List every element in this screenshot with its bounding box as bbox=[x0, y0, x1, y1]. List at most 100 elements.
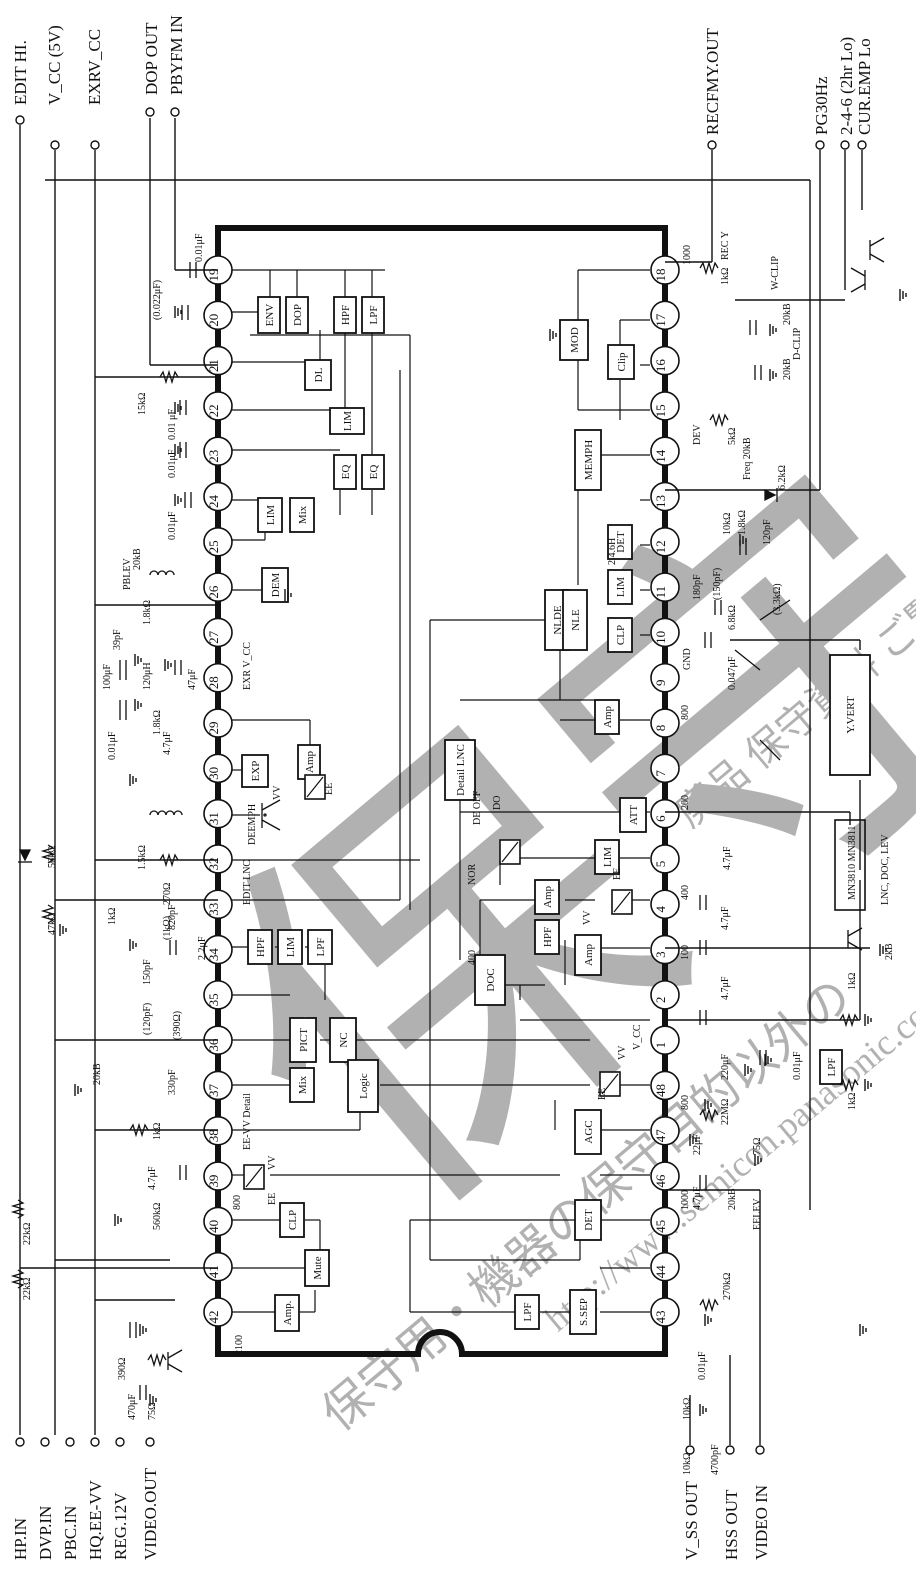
pin-label: 4 bbox=[653, 906, 668, 913]
block-exp: EXP bbox=[241, 754, 269, 788]
ground-symbol bbox=[769, 369, 777, 381]
annotation-c22u: 2.2μF bbox=[197, 936, 208, 960]
label-edit_hi: EDIT HI. bbox=[11, 40, 30, 105]
pin-28: 28 bbox=[203, 662, 233, 693]
block-label: LIM bbox=[285, 937, 297, 957]
block-label: HPF bbox=[340, 305, 352, 325]
pin-25: 25 bbox=[203, 527, 233, 557]
block-mute: Mute bbox=[304, 1249, 330, 1287]
annotation-c0022: (0.022μF) bbox=[152, 280, 163, 320]
annotation-c180p: 180pF bbox=[692, 574, 703, 600]
ground-symbol bbox=[149, 1394, 157, 1406]
block-label: LIM bbox=[615, 577, 627, 597]
annotation-l246: 2.4.6H bbox=[607, 538, 618, 565]
pin-20: 20 bbox=[203, 300, 233, 331]
ground-symbol bbox=[704, 1314, 712, 1326]
block-label: DEM bbox=[270, 573, 282, 598]
pin-48: 48 bbox=[650, 1070, 680, 1101]
pin-label: 22 bbox=[206, 404, 221, 417]
annotation-r75b: 75Ω bbox=[752, 1138, 763, 1155]
annotation-n1000b: 1000 bbox=[680, 1190, 691, 1210]
pin-label: 25 bbox=[206, 540, 221, 553]
annotation-n800b: 800 bbox=[680, 705, 691, 720]
pin-46: 46 bbox=[650, 1161, 680, 1191]
ground-symbol bbox=[689, 1134, 697, 1146]
annotation-freq: Freq 20kB bbox=[742, 437, 753, 480]
pin-label: 15 bbox=[653, 404, 668, 417]
label-vss_out: V_SS OUT bbox=[682, 1481, 701, 1560]
annotation-c120p: (120pF) bbox=[142, 1003, 153, 1035]
pin-3: 3 bbox=[650, 934, 680, 965]
block-label: CLP bbox=[615, 625, 627, 645]
switch-box bbox=[499, 839, 521, 865]
label-pbc_in: PBC.IN bbox=[61, 1506, 80, 1560]
ground-symbol bbox=[174, 402, 182, 414]
pin-41: 41 bbox=[203, 1251, 233, 1282]
block-hpf2: HPF bbox=[247, 929, 273, 965]
block-amp3: Amp bbox=[594, 699, 620, 735]
annotation-r22k2: 22kΩ bbox=[22, 1278, 33, 1300]
pin-label: 48 bbox=[653, 1084, 668, 1097]
annotation-c47u4: 4.7μF bbox=[722, 846, 733, 870]
pin-13: 13 bbox=[650, 481, 680, 512]
label-vcc: V_CC (5V) bbox=[45, 25, 64, 105]
annotation-nor: NOR bbox=[467, 864, 478, 885]
pin-label: 8 bbox=[653, 725, 668, 732]
block-lpf1: LPF bbox=[361, 296, 385, 334]
label-reg12: REG.12V bbox=[111, 1492, 130, 1560]
annotation-r18k2: 1.8kΩ bbox=[152, 710, 163, 735]
annotation-r10k3: 10kΩ bbox=[682, 1453, 693, 1475]
annotation-r270: 270Ω bbox=[162, 883, 173, 905]
annotation-n200: 200 bbox=[680, 795, 691, 810]
annotation-recy: REC Y bbox=[720, 231, 731, 260]
block-label: LIM bbox=[265, 505, 277, 525]
label-recfmy_out: RECFMY.OUT bbox=[703, 27, 722, 135]
block-label: Logic bbox=[358, 1073, 370, 1099]
pin-43: 43 bbox=[650, 1297, 680, 1327]
annotation-ee1: EE bbox=[324, 783, 335, 795]
block-label: ENV bbox=[264, 304, 276, 327]
block-nle: NLE bbox=[562, 589, 588, 651]
block-label: MEMPH bbox=[583, 440, 595, 480]
terminal bbox=[15, 115, 25, 125]
block-memph: MEMPH bbox=[574, 429, 602, 491]
pin-label: 20 bbox=[206, 314, 221, 327]
block-agc: AGC bbox=[574, 1109, 602, 1155]
switch-box bbox=[611, 889, 633, 915]
pin-label: 34 bbox=[206, 948, 221, 962]
switch-box bbox=[243, 1164, 265, 1190]
block-lpf2: LPF bbox=[307, 929, 333, 965]
ground-symbol bbox=[769, 324, 777, 336]
annotation-wclip: W-CLIP bbox=[770, 256, 781, 290]
pin-16: 16 bbox=[650, 345, 680, 376]
block-lim5: LIM bbox=[594, 839, 620, 875]
annotation-c330p: 330pF bbox=[167, 1069, 178, 1095]
annotation-r20k2: 20kB bbox=[92, 1063, 103, 1085]
pin-5: 5 bbox=[650, 844, 680, 874]
terminal bbox=[707, 140, 717, 150]
annotation-n1000a: 1000 bbox=[682, 245, 693, 265]
pin-label: 29 bbox=[206, 722, 221, 735]
pin-label: 38 bbox=[206, 1129, 221, 1142]
annotation-r10k2: 10kΩ bbox=[682, 1398, 693, 1420]
block-lim2: LIM bbox=[257, 497, 283, 533]
pin-45: 45 bbox=[650, 1206, 680, 1237]
block-lim3: LIM bbox=[277, 929, 303, 965]
label-hq_ee: HQ.EE-VV bbox=[86, 1479, 105, 1560]
block-hpf3: HPF bbox=[534, 919, 560, 955]
annotation-exrvcc_pin: EXR V_CC bbox=[242, 642, 253, 690]
pin-38: 38 bbox=[203, 1115, 233, 1146]
annotation-r560k: 560kΩ bbox=[152, 1203, 163, 1230]
annotation-c120pf: 120pF bbox=[762, 519, 773, 545]
block-label: Mute bbox=[312, 1256, 324, 1279]
pin-label: 45 bbox=[653, 1220, 668, 1233]
annotation-vcc_pin: V_CC bbox=[632, 1024, 643, 1050]
terminal bbox=[65, 1437, 75, 1447]
pin-label: 19 bbox=[206, 269, 221, 282]
pin-22: 22 bbox=[203, 391, 233, 421]
ground-symbol bbox=[859, 1324, 867, 1336]
pin-label: 12 bbox=[653, 540, 668, 553]
annotation-c150p: 150pF bbox=[142, 959, 153, 985]
ground-symbol bbox=[129, 774, 137, 786]
